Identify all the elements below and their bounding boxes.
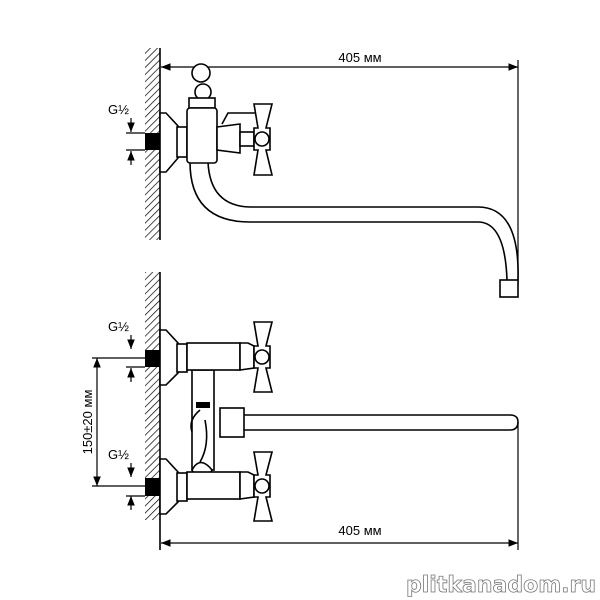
diverter-lever (190, 409, 208, 463)
thread-label-upper: G½ (108, 319, 129, 334)
handle-stem (221, 112, 255, 125)
valve-top-cap (188, 97, 216, 109)
vertical-dimension-label: 150±20 мм (80, 390, 95, 455)
handle-cone (216, 123, 241, 154)
inlet-pipe (145, 133, 160, 150)
handle-cone-lower (239, 471, 255, 500)
bottom-assembly: 150±20 мм G½ G½ (80, 272, 519, 550)
escutcheon-lower (159, 458, 179, 515)
valve-body-upper (186, 342, 241, 371)
handle-cone-upper (239, 342, 255, 371)
nut-upper (176, 343, 188, 373)
valve-body-lower (186, 471, 241, 500)
handle-cap-lower (254, 478, 270, 494)
handle-cap-upper (254, 349, 270, 365)
valve-body (186, 107, 218, 164)
escutcheon-upper (159, 329, 179, 386)
inlet-pipe-upper (145, 350, 160, 367)
spout-inner (207, 161, 519, 281)
thread-label: G½ (108, 102, 129, 117)
handle-neck (239, 131, 255, 147)
bottom-dimension-label: 405 мм (338, 523, 381, 538)
handle-cap (254, 131, 270, 147)
inlet-pipe-lower (145, 478, 160, 496)
diverter-mark (196, 402, 210, 408)
spout-outer (189, 161, 508, 281)
escutcheon (159, 112, 179, 173)
spout-nut (219, 407, 245, 438)
thread-label-lower: G½ (108, 447, 129, 462)
top-assembly: 405 мм G½ (108, 48, 519, 298)
watermark: plitkanadom.ru (406, 573, 596, 598)
bath-spout (241, 414, 519, 431)
nut-lower (176, 472, 188, 502)
ring-top (191, 63, 211, 83)
wall-hatch-bottom (145, 272, 160, 520)
nut (176, 126, 188, 158)
top-dimension-label: 405 мм (338, 50, 381, 65)
aerator (499, 279, 519, 298)
